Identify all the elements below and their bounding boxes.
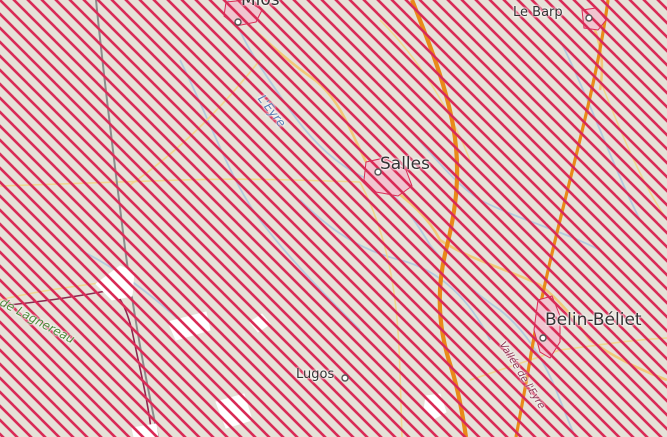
- place-label-le-barp: Le Barp: [513, 5, 563, 20]
- place-label-salles: Salles: [380, 154, 430, 174]
- marker-salles: [374, 168, 382, 176]
- place-label-mios: Mios: [241, 0, 280, 10]
- place-markers: [234, 14, 593, 382]
- place-label-lugos: Lugos: [296, 367, 335, 382]
- marker-belin-beliet: [539, 334, 547, 342]
- marker-le-barp: [585, 14, 593, 22]
- place-label-belin-beliet: Belin-Béliet: [545, 310, 642, 330]
- marker-mios: [234, 18, 242, 26]
- marker-lugos: [341, 374, 349, 382]
